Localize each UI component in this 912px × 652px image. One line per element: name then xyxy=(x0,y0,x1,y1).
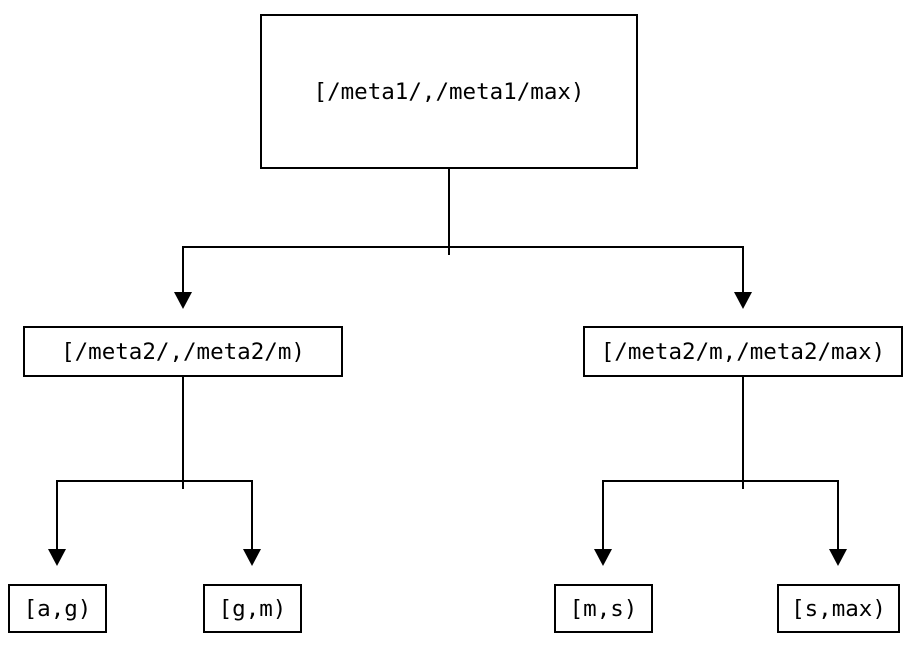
arrowhead-down-icon xyxy=(48,549,66,566)
edge-right-subtree-stem xyxy=(742,377,744,489)
edge-to-leaf-s-max xyxy=(837,480,839,549)
arrowhead-down-icon xyxy=(734,292,752,309)
edge-level1-crossbar xyxy=(182,246,744,248)
node-leaf-s-max: [s,max) xyxy=(777,584,900,633)
edge-to-leaf-m-s xyxy=(602,480,604,549)
edge-to-right-subtree xyxy=(742,246,744,292)
edge-root-stem xyxy=(448,169,450,255)
node-leaf-g-m: [g,m) xyxy=(203,584,302,633)
edge-to-leaf-g-m xyxy=(251,480,253,549)
arrowhead-down-icon xyxy=(594,549,612,566)
arrowhead-down-icon xyxy=(829,549,847,566)
edge-to-left-subtree xyxy=(182,246,184,292)
edge-left-subtree-stem xyxy=(182,377,184,489)
arrowhead-down-icon xyxy=(174,292,192,309)
node-right-subtree-range: [/meta2/m,/meta2/max) xyxy=(583,326,903,377)
node-leaf-a-g: [a,g) xyxy=(8,584,107,633)
edge-left-leaves-crossbar xyxy=(56,480,253,482)
edge-right-leaves-crossbar xyxy=(602,480,839,482)
node-root-range: [/meta1/,/meta1/max) xyxy=(260,14,638,169)
node-leaf-m-s: [m,s) xyxy=(554,584,653,633)
edge-to-leaf-a-g xyxy=(56,480,58,549)
arrowhead-down-icon xyxy=(243,549,261,566)
node-left-subtree-range: [/meta2/,/meta2/m) xyxy=(23,326,343,377)
